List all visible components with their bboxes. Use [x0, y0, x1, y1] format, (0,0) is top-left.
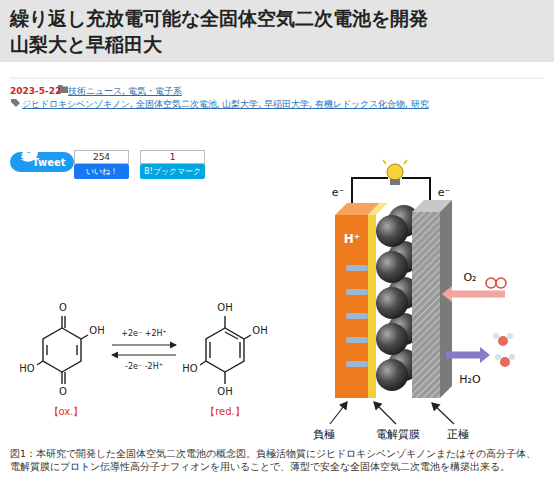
- like-count: 254: [74, 150, 129, 164]
- bookmark-count: 1: [140, 150, 205, 164]
- negative-electrode: [335, 215, 368, 398]
- catalyst-particle: [376, 359, 408, 391]
- electrolyte-membrane: [368, 215, 376, 398]
- lamp: [383, 160, 407, 185]
- atom-label: HO: [182, 363, 197, 375]
- proton-marks: [346, 265, 368, 367]
- part-label: 電解質膜: [376, 429, 420, 442]
- state-label: 【red.】: [205, 406, 245, 418]
- proton-mark: [346, 289, 368, 295]
- leader-line: [330, 402, 347, 424]
- atom-label: OH: [217, 386, 232, 398]
- atom-label: O: [59, 386, 67, 398]
- oxygen-molecule: [486, 278, 496, 288]
- water-molecules: [493, 333, 515, 367]
- positive-electrode-side: [440, 200, 452, 398]
- proton-mark: [346, 361, 368, 367]
- reaction-label: +2e⁻ +2H⁺: [121, 329, 167, 338]
- proton-mark: [346, 313, 368, 319]
- leader-line: [374, 402, 396, 424]
- date: 2023-5-22: [10, 86, 61, 96]
- button-text: 1: [170, 152, 176, 162]
- catalyst-particle: [376, 251, 408, 283]
- proton-mark: [346, 265, 368, 271]
- electron-label: e⁻: [438, 187, 451, 200]
- catalyst-particle: [376, 287, 408, 319]
- gas-label: O₂: [463, 272, 476, 285]
- atom-label: HO: [19, 363, 34, 375]
- oxidation-arrow: [112, 354, 176, 355]
- button-text: Tweet: [20, 157, 65, 168]
- atom-label: OH: [217, 302, 232, 314]
- leader-line: [432, 403, 454, 424]
- atom-label: O: [59, 302, 67, 314]
- figure-caption: 図1：本研究で開発した全固体空気二次電池の概念図。負極活物質にジヒドロキシベンゾ…: [10, 448, 546, 474]
- catalyst-particle: [376, 215, 408, 247]
- reduction-arrow: [112, 344, 176, 345]
- oxygen-arrowhead: [442, 286, 452, 302]
- button-text: B!ブックマーク: [144, 166, 201, 177]
- oxygen-arrow: [452, 291, 505, 298]
- article-title: 繰り返し充放電可能な全固体空気二次電池を開発 山梨大と早稲田大: [10, 6, 540, 57]
- tag-links: ジヒドロキシベンゾキノン, 全固体空気二次電池, 山梨大学, 早稲田大学, 有機…: [22, 99, 429, 109]
- water-arrow: [446, 352, 480, 359]
- positive-electrode: [412, 212, 440, 398]
- part-label: 負極: [313, 429, 335, 442]
- like-button: いいね！: [74, 164, 129, 179]
- oxygen-molecule: [496, 278, 506, 288]
- quinone-structure: [37, 316, 88, 384]
- atom-label: OH: [252, 325, 267, 337]
- tweet-button: Tweet: [16, 152, 70, 172]
- electron-label: e⁻: [332, 187, 345, 200]
- tag-icon: [11, 99, 20, 107]
- bookmark-button: B!ブックマーク: [140, 164, 205, 179]
- tweet-button: [10, 152, 74, 172]
- rule: [10, 78, 544, 79]
- membrane-top: [368, 203, 388, 215]
- water-label: H₂O: [459, 374, 480, 387]
- category-link: 技術ニュース, 電気・電子系: [68, 86, 182, 96]
- reaction-label: -2e⁻ -2H⁺: [125, 362, 163, 371]
- catalyst-particle: [376, 323, 408, 355]
- proton-label: H⁺: [344, 233, 360, 247]
- button-text: 254: [93, 152, 110, 162]
- state-label: 【ox.】: [49, 406, 84, 418]
- hydroquinone-structure: [200, 316, 251, 384]
- header-band: [0, 0, 554, 62]
- proton-mark: [346, 337, 368, 343]
- water-arrowhead: [480, 347, 490, 363]
- button-text: いいね！: [86, 166, 118, 177]
- part-label: 正極: [447, 429, 469, 442]
- atom-label: OH: [89, 325, 104, 337]
